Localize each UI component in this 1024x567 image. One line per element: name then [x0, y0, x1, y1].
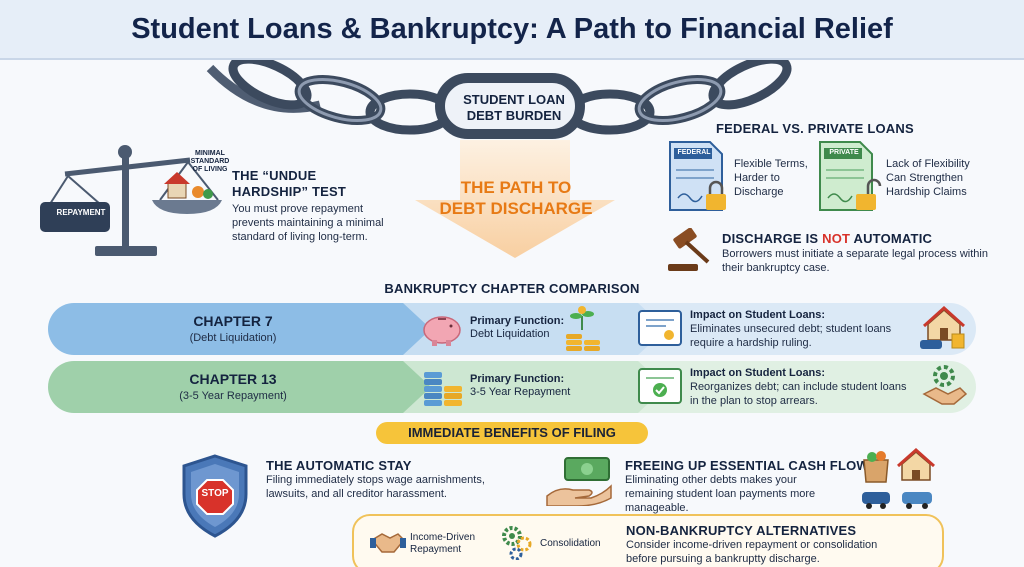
private-document-icon [819, 141, 882, 211]
path-label-text: THE PATH TO DEBT DISCHARGE [439, 178, 593, 218]
chapter-7-pill [48, 303, 418, 355]
chapter-13-function-label: Primary Function: [470, 373, 565, 385]
chapter-13-impact-panel [638, 361, 976, 413]
chapter-13-row: CHAPTER 13 (3-5 Year Repayment) [48, 361, 976, 413]
page-title: Student Loans & Bankruptcy: A Path to Fi… [131, 13, 893, 45]
groceries-house-cars-icon [862, 448, 935, 509]
chapter-13-chevron-1 [403, 361, 431, 413]
chapter-13-impact-text: Reorganizes debt; can include student lo… [690, 381, 907, 407]
chapter-7-chevron-1 [403, 303, 431, 355]
gears-icon [502, 526, 532, 560]
handshake-icon [370, 533, 406, 553]
chapter-7-name: CHAPTER 7 [193, 313, 273, 329]
scale-right-label: MINIMAL STANDARD OF LIVING [190, 150, 230, 173]
chain-illustration [206, 60, 792, 139]
header-bar: Student Loans & Bankruptcy: A Path to Fi… [0, 0, 1024, 60]
scale-left-label: REPAYMENT [56, 208, 106, 217]
discharge-heading-post: AUTOMATIC [850, 231, 933, 246]
scale-icon [40, 145, 222, 256]
auto-stay-heading: THE AUTOMATIC STAY [266, 458, 412, 473]
alt-item-income-driven: Income-Driven Repayment [410, 532, 476, 555]
discharge-heading-not: NOT [822, 231, 851, 246]
coin-stacks-icon [424, 372, 462, 406]
discharge-heading-pre: DISCHARGE IS [722, 231, 823, 246]
discharge-text: Borrowers must initiate a separate legal… [722, 248, 988, 274]
chain-label-text: STUDENT LOAN DEBT BURDEN [463, 92, 565, 123]
hardship-text: You must prove repayment prevents mainta… [232, 203, 384, 243]
stop-sign-text: STOP [201, 488, 229, 499]
chapter-7-impact-text: Eliminates unsecured debt; student loans… [690, 323, 892, 349]
shield-stop-icon [182, 454, 248, 538]
alternatives-text: Consider income-driven repayment or cons… [626, 539, 878, 565]
benefits-banner: IMMEDIATE BENEFITS OF FILING [376, 422, 648, 444]
house-car-icon [920, 306, 966, 349]
path-arrow [415, 140, 615, 258]
comparison-title: BANKRUPTCY CHAPTER COMPARISON [384, 281, 640, 296]
federal-doc-label: FEDERAL [677, 149, 711, 156]
alternatives-heading: NON-BANKRUPTCY ALTERNATIVES [626, 523, 857, 538]
hardship-heading: THE “UNDUE HARDSHIP” TEST [232, 168, 347, 199]
chapter-7-function-value: Debt Liquidation [470, 328, 550, 340]
cash-flow-text: Eliminating other debts makes your remai… [625, 474, 816, 514]
alternatives-box [352, 514, 944, 567]
chapter-7-impact-label: Impact on Student Loans: [690, 309, 826, 321]
auto-stay-text: Filing immediately stops wage aarnishmen… [266, 474, 485, 500]
coins-plant-icon [566, 306, 600, 351]
fed-vs-private-heading: FEDERAL VS. PRIVATE LOANS [716, 121, 914, 136]
chapter-7-impact-panel [638, 303, 976, 355]
chapter-7-row: CHAPTER 7 (Debt Liquidation) [48, 303, 976, 355]
handshake-gear-icon [922, 365, 968, 405]
piggy-bank-icon [423, 316, 461, 346]
chain-label: STUDENT LOAN DEBT BURDEN [450, 92, 578, 124]
alt-item-consolidation: Consolidation [540, 538, 601, 549]
gavel-icon [668, 228, 710, 271]
federal-text: Flexible Terms, Harder to Discharge [734, 158, 808, 198]
path-label: THE PATH TO DEBT DISCHARGE [432, 177, 600, 219]
chapter-13-function-value: 3-5 Year Repayment [470, 386, 571, 398]
chapter-13-pill [48, 361, 418, 413]
private-doc-label: PRIVATE [829, 149, 859, 156]
federal-document-icon [669, 141, 726, 211]
cash-hand-icon [546, 457, 612, 506]
cash-flow-heading: FREEING UP ESSENTIAL CASH FLOW [625, 458, 869, 473]
chapter-13-name: CHAPTER 13 [189, 371, 277, 387]
chapter-13-impact-label: Impact on Student Loans: [690, 367, 826, 379]
chapter-7-sub: (Debt Liquidation) [189, 332, 277, 344]
certificate-icon [638, 310, 682, 346]
certificate-check-icon [638, 368, 682, 404]
chapter-13-sub: (3-5 Year Repayment) [179, 390, 287, 402]
chapter-7-function-label: Primary Function: [470, 315, 565, 327]
private-text: Lack of Flexibility Can Strengthen Hards… [886, 158, 970, 198]
discharge-heading: DISCHARGE IS NOT AUTOMATIC [722, 231, 932, 246]
